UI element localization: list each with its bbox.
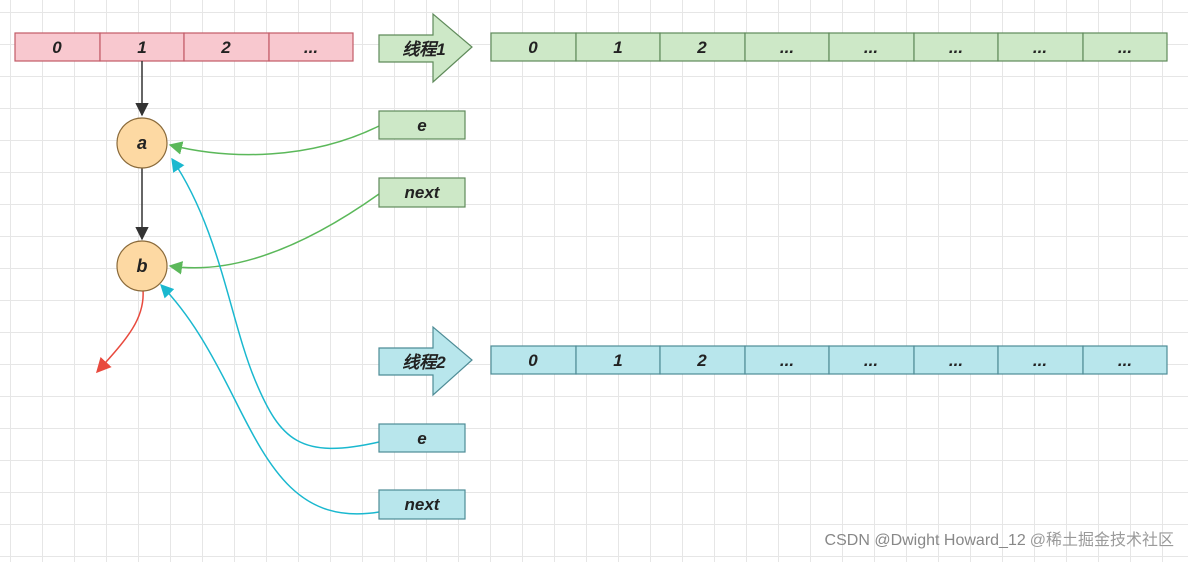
thread2-arrow-shape: 线程2 <box>378 325 473 397</box>
thread2-e-arrow <box>171 157 380 450</box>
thread2-array-cell <box>913 345 999 375</box>
thread1-e-arrow <box>168 125 380 156</box>
thread2-array-label: ... <box>1118 351 1132 370</box>
thread2-array-cell <box>828 345 915 375</box>
thread2-e-box: e <box>378 423 466 453</box>
main-array-cell <box>183 32 270 62</box>
thread1-array-label: ... <box>780 38 794 57</box>
thread2-array-cell <box>1082 345 1168 375</box>
thread2-array-label: ... <box>949 351 963 370</box>
thread1-arrow-shape: 线程1 <box>378 12 473 84</box>
thread1-label: 线程1 <box>402 40 445 59</box>
node-a: a <box>116 117 168 169</box>
thread1-next-box: next <box>378 177 466 208</box>
thread1-array-cell <box>1082 32 1168 62</box>
thread2-array-cell <box>744 345 830 375</box>
node-b: b <box>116 240 168 292</box>
main-array-cell <box>99 32 185 62</box>
watermark: CSDN @Dwight Howard_12@稀土掘金技术社区 <box>825 526 1174 550</box>
thread2-array-label: 0 <box>528 351 538 370</box>
thread2-label: 线程2 <box>402 353 446 372</box>
thread1-next-arrow <box>168 193 380 275</box>
main-array-label: 2 <box>220 38 231 57</box>
thread2-array-cell <box>490 345 577 375</box>
thread2-array-label: ... <box>864 351 878 370</box>
thread1-array-label: ... <box>1033 38 1047 57</box>
thread1-array-label: ... <box>949 38 963 57</box>
thread2-array-cell <box>659 345 746 375</box>
thread2-array-label: 1 <box>613 351 622 370</box>
thread1-array-label: ... <box>864 38 878 57</box>
main-array: 0 1 2 ... <box>14 32 354 62</box>
thread1-array-label: 0 <box>528 38 538 57</box>
thread2-array-label: 2 <box>696 351 707 370</box>
thread2-array-cell <box>575 345 661 375</box>
thread1-array: 0 1 2 ... ... ... ... ... <box>490 32 1168 62</box>
main-array-label: 0 <box>52 38 62 57</box>
thread1-array-label: ... <box>1118 38 1132 57</box>
thread2-next-label: next <box>405 495 441 514</box>
thread1-array-cell <box>997 32 1084 62</box>
thread1-array-label: 2 <box>696 38 707 57</box>
watermark-csdn: CSDN @Dwight Howard_12 <box>824 532 1026 549</box>
thread1-e-box: e <box>378 110 466 140</box>
node-a-label: a <box>137 133 147 153</box>
main-array-cell <box>268 32 354 62</box>
thread2-array: 0 1 2 ... ... ... ... ... <box>490 345 1168 375</box>
thread1-array-cell <box>828 32 915 62</box>
thread1-next-label: next <box>405 183 441 202</box>
b-next-red-arrow <box>95 289 144 374</box>
main-array-label: 1 <box>137 38 146 57</box>
thread2-array-label: ... <box>1033 351 1047 370</box>
thread1-array-label: 1 <box>613 38 622 57</box>
watermark-juejin: @稀土掘金技术社区 <box>1029 532 1174 549</box>
thread2-e-label: e <box>417 429 426 448</box>
thread1-array-cell <box>659 32 746 62</box>
node-b-label: b <box>137 256 148 276</box>
thread1-e-label: e <box>417 116 426 135</box>
thread2-array-label: ... <box>780 351 794 370</box>
main-array-label: ... <box>304 38 318 57</box>
thread2-next-box: next <box>378 489 466 520</box>
thread1-array-cell <box>575 32 661 62</box>
thread2-next-arrow <box>160 284 380 515</box>
thread1-array-cell <box>744 32 830 62</box>
main-array-cell <box>14 32 101 62</box>
